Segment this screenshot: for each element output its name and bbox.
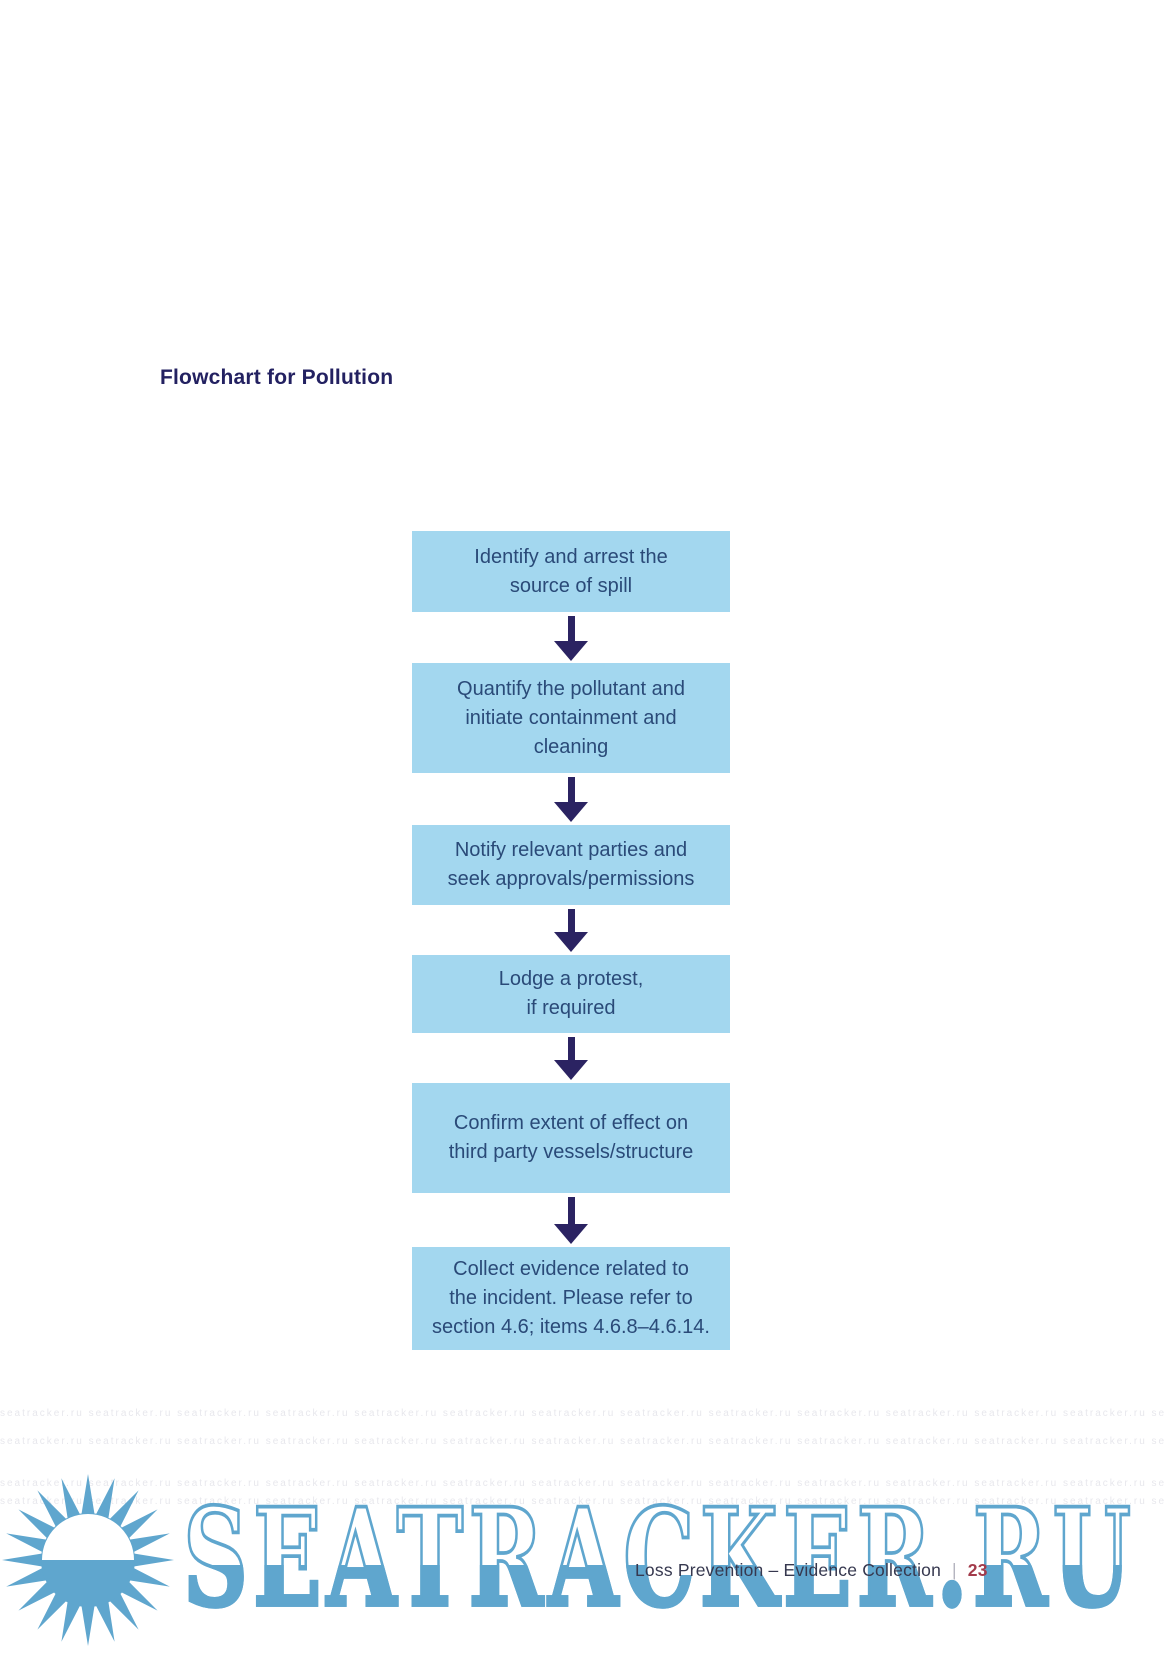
arrow-stem [567,777,575,803]
arrow-down-icon [536,1197,606,1244]
flow-step-label: Notify relevant parties and seek approva… [447,839,695,890]
arrow-down-icon [536,616,606,661]
sun-logo-icon [2,1474,174,1646]
arrow-head [554,1060,588,1080]
arrow-head [554,641,588,661]
flow-step-quantify-pollutant: Quantify the pollutant and initiate cont… [412,663,730,773]
flow-step-label: Collect evidence related to the incident… [432,1258,710,1338]
watermark-noise-row: seatracker.ru seatracker.ru seatracker.r… [0,1436,1166,1447]
arrow-head [554,802,588,822]
flow-step-identify-source: Identify and arrest the source of spill [412,531,730,612]
page-title: Flowchart for Pollution [160,366,394,389]
arrow-down-icon [536,777,606,822]
arrow-stem [567,616,575,642]
arrow-stem [567,1037,575,1061]
watermark-noise-row: seatracker.ru seatracker.ru seatracker.r… [0,1478,1166,1489]
flow-step-label: Quantify the pollutant and initiate cont… [457,677,685,758]
arrow-stem [567,909,575,933]
flow-step-lodge-protest: Lodge a protest, if required [412,955,730,1033]
flow-step-label: Identify and arrest the source of spill [474,545,668,597]
watermark-text: SEATRACKER.RU [182,1479,1136,1638]
arrow-head [554,932,588,952]
flow-step-notify-parties: Notify relevant parties and seek approva… [412,825,730,905]
flow-step-confirm-extent: Confirm extent of effect on third party … [412,1083,730,1193]
arrow-down-icon [536,909,606,952]
watermark-noise-row: seatracker.ru seatracker.ru seatracker.r… [0,1408,1166,1419]
footer-separator: | [952,1560,957,1580]
flow-step-collect-evidence: Collect evidence related to the incident… [412,1247,730,1350]
arrow-head [554,1224,588,1244]
flow-step-label: Lodge a protest, if required [498,968,644,1019]
footer-page-number: 23 [967,1560,988,1580]
arrow-down-icon [536,1037,606,1080]
watermark-noise-row: seatracker.ru seatracker.ru seatracker.r… [0,1496,1166,1507]
flow-step-label: Confirm extent of effect on third party … [448,1112,694,1163]
arrow-stem [567,1197,575,1225]
page-footer: Loss Prevention – Evidence Collection | 23 [635,1560,988,1581]
footer-label: Loss Prevention – Evidence Collection [635,1560,942,1580]
